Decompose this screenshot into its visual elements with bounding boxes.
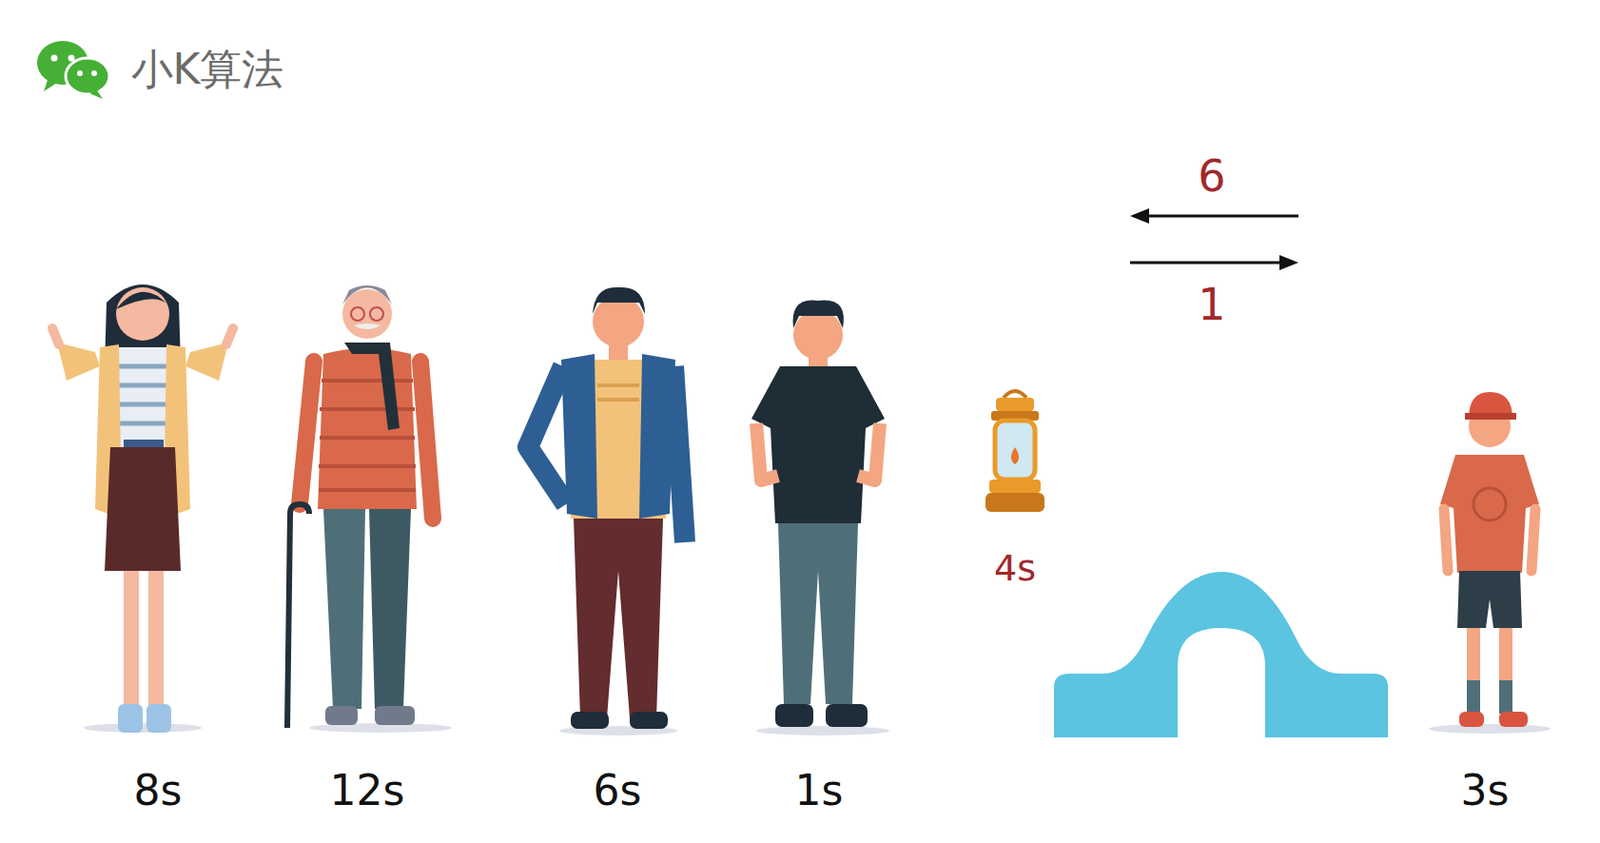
- person-time: 6s: [593, 769, 643, 812]
- man-figure: [527, 287, 685, 736]
- bridge-shape: [1053, 571, 1388, 738]
- brand-text: 小K算法: [131, 48, 285, 91]
- person-time: 1s: [795, 769, 844, 812]
- person-time: 12s: [330, 769, 406, 812]
- lantern-time: 4s: [994, 549, 1036, 586]
- man-figure: [751, 300, 890, 736]
- old-man-figure: [287, 285, 452, 733]
- direction-number: 6: [1197, 154, 1226, 198]
- wechat-logo: [37, 40, 110, 99]
- lantern-icon: [985, 390, 1045, 512]
- woman-figure: [52, 284, 234, 733]
- direction-number: 1: [1197, 282, 1226, 327]
- boy-figure: [1428, 391, 1551, 734]
- direction-arrows: [1130, 208, 1299, 271]
- person-time: 3s: [1461, 769, 1510, 812]
- person-time: 8s: [134, 769, 183, 812]
